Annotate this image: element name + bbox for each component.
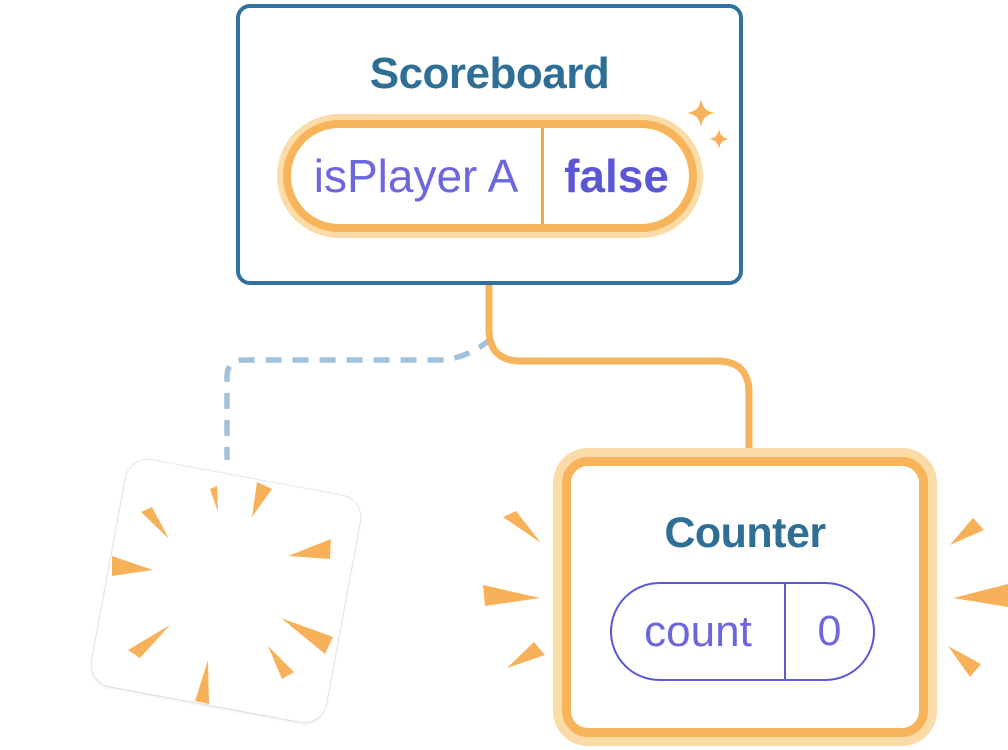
emphasis-spark-icon-right [948,518,1008,677]
dashed-connector-to-removed-component [224,335,494,460]
scoreboard-title: Scoreboard [369,49,610,98]
counter-state-value: 0 [817,607,842,655]
counter-state-label: count [644,606,752,656]
pill-divider [784,584,786,679]
removed-component-card [88,456,364,726]
scoreboard-state-value: false [564,150,669,202]
counter-state-pill: count 0 [610,582,875,681]
scoreboard-state-label: isPlayer A [313,150,519,202]
scoreboard-state-pill: isPlayer A false [283,120,697,232]
emphasis-spark-icon-left [483,511,545,668]
solid-connector-to-counter [485,279,753,466]
counter-component-card: Counter count 0 [562,457,928,737]
pill-divider [541,128,544,224]
counter-title: Counter [664,509,826,557]
scoreboard-component-card: Scoreboard isPlayer A false [236,4,743,285]
